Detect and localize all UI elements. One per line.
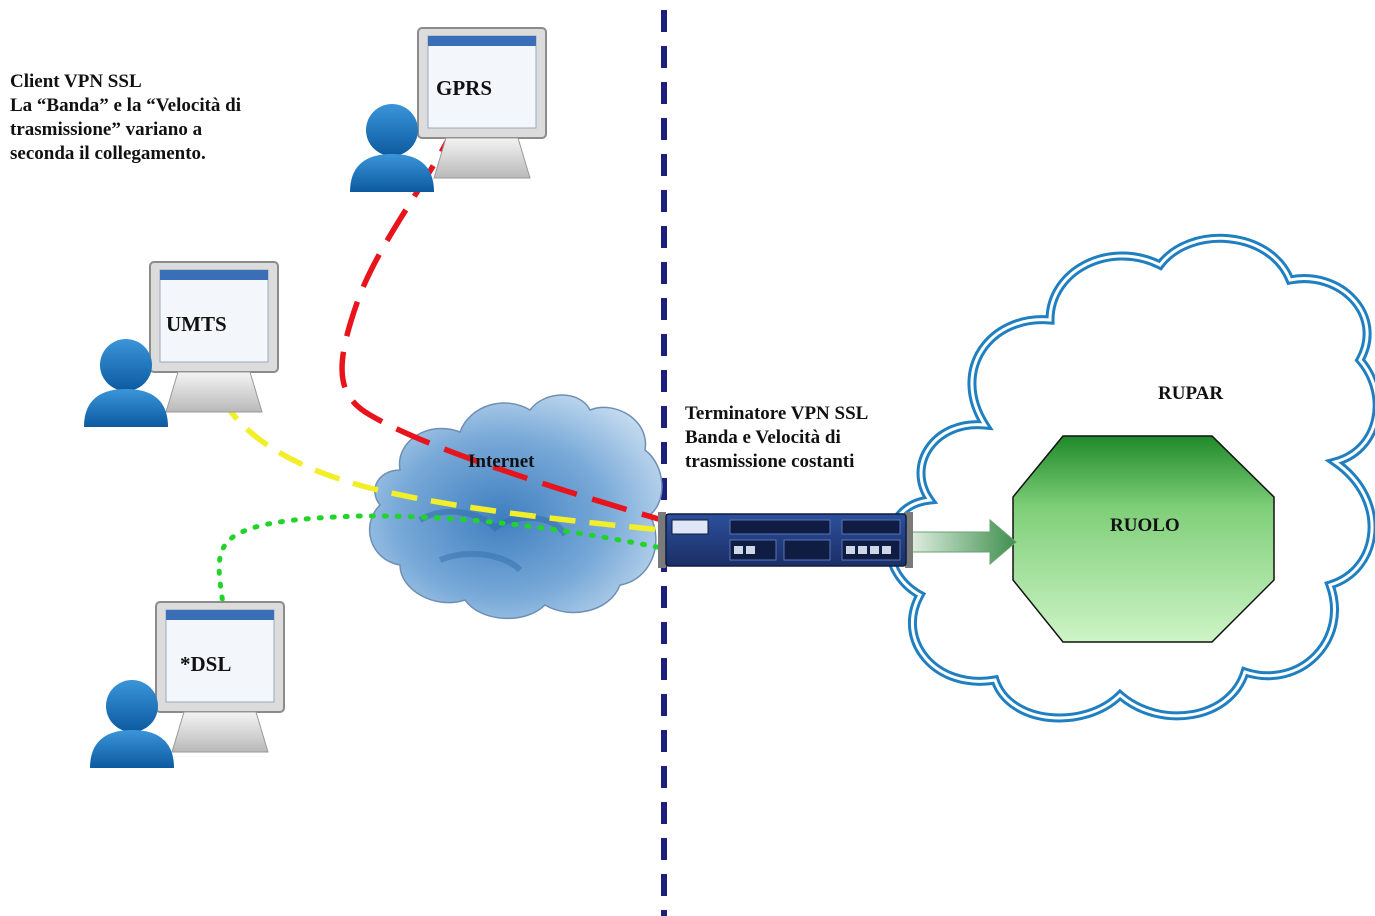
terminator-note-line-1: Terminatore VPN SSL: [685, 403, 869, 424]
terminator-note-line-3: trasmissione costanti: [685, 451, 855, 472]
rupar-label: RUPAR: [1158, 383, 1224, 404]
user-icon-dsl: [90, 680, 174, 768]
client-vpn-note-line-3: trasmissione” variano a: [10, 119, 203, 140]
vpn-terminator-device: [658, 512, 913, 568]
client-station-umts: [149, 261, 279, 413]
user-icon-gprs: [350, 104, 434, 192]
terminator-note-line-2: Banda e Velocità di: [685, 427, 841, 448]
client-vpn-note-line-4: seconda il collegamento.: [10, 143, 206, 164]
client-label-dsl: *DSL: [180, 652, 232, 676]
internet-label: Internet: [468, 451, 535, 472]
client-station-gprs: [417, 27, 547, 179]
ruolo-label: RUOLO: [1110, 515, 1180, 536]
link-gprs: [339, 118, 663, 523]
client-label-umts: UMTS: [166, 312, 227, 336]
link-umts: [219, 396, 663, 533]
client-station-dsl: [155, 601, 285, 753]
client-label-gprs: GPRS: [436, 76, 493, 100]
device-to-ruolo-arrow: [907, 518, 1017, 566]
ruolo-octagon: [1012, 435, 1275, 643]
client-vpn-note-line-1: Client VPN SSL: [10, 71, 142, 92]
user-icon-umts: [84, 339, 168, 427]
internet-cloud: [369, 394, 663, 620]
client-vpn-note: Client VPN SSL La “Banda” e la “Velocità…: [10, 70, 241, 166]
terminator-note: Terminatore VPN SSL Banda e Velocità di …: [685, 402, 868, 474]
client-vpn-note-line-2: La “Banda” e la “Velocità di: [10, 95, 242, 116]
link-dsl: [216, 513, 665, 615]
